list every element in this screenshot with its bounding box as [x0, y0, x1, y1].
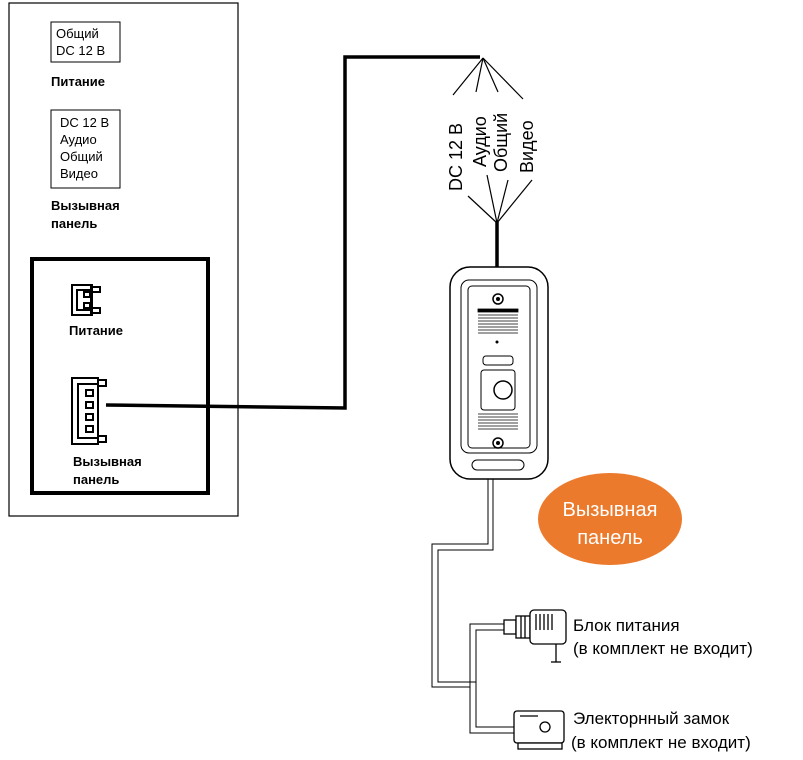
main-cable — [105, 55, 480, 410]
call-terminal-line-2: Аудио — [60, 132, 97, 147]
electronic-lock-label-1: Электорнный замок — [573, 709, 730, 728]
power-terminal-line-1: Общий — [56, 26, 99, 41]
power-supply-label-2: (в комплект не входит) — [573, 639, 753, 658]
electronic-lock-icon — [513, 710, 565, 750]
power-terminal-caption: Питание — [51, 74, 105, 89]
call-panel-device — [449, 266, 549, 480]
monitor-back-panel — [8, 2, 239, 517]
call-panel-connector-icon — [71, 377, 107, 445]
power-connector-icon — [71, 284, 101, 316]
call-button-circle — [493, 380, 513, 400]
connector-call-caption-1: Вызывная — [73, 454, 142, 469]
lower-wiring — [431, 479, 514, 734]
call-panel-badge: Вызывная панель — [538, 473, 682, 565]
power-supply-icon — [503, 609, 567, 663]
wire-label-video: Видео — [517, 120, 537, 173]
wire-fanout-top — [452, 57, 524, 100]
wire-fanin-bottom — [467, 174, 533, 224]
power-terminal-line-2: DC 12 В — [56, 43, 105, 58]
wire-label-dc12: DC 12 В — [446, 123, 466, 191]
electronic-lock-label-2: (в комплект не входит) — [571, 733, 751, 752]
power-supply-label-1: Блок питания — [573, 616, 680, 635]
call-terminal-line-1: DC 12 В — [60, 115, 109, 130]
speaker-grille-bottom — [478, 413, 518, 430]
wire-label-common: Общий — [491, 113, 511, 172]
connector-call-caption-2: панель — [73, 472, 119, 487]
call-panel-badge-line-1: Вызывная — [563, 499, 658, 521]
call-terminal-line-3: Общий — [60, 149, 103, 164]
call-terminal-caption-1: Вызывная — [51, 198, 120, 213]
power-terminal-block: Общий DC 12 В Питание — [50, 21, 121, 89]
call-panel-badge-line-2: панель — [577, 527, 643, 549]
call-panel-badge-bg — [538, 473, 682, 565]
call-terminal-caption-2: панель — [51, 216, 97, 231]
call-terminal-line-4: Видео — [60, 166, 98, 181]
speaker-grille-top — [477, 308, 519, 334]
camera-window — [482, 355, 514, 366]
connector-power-caption: Питание — [69, 323, 123, 338]
bottom-slot — [471, 459, 525, 471]
wire-label-audio: Аудио — [470, 116, 490, 167]
call-button — [480, 369, 516, 411]
call-panel-terminal-block: DC 12 В Аудио Общий Видео Вызывная панел… — [50, 109, 121, 231]
connector-frame — [30, 257, 210, 495]
